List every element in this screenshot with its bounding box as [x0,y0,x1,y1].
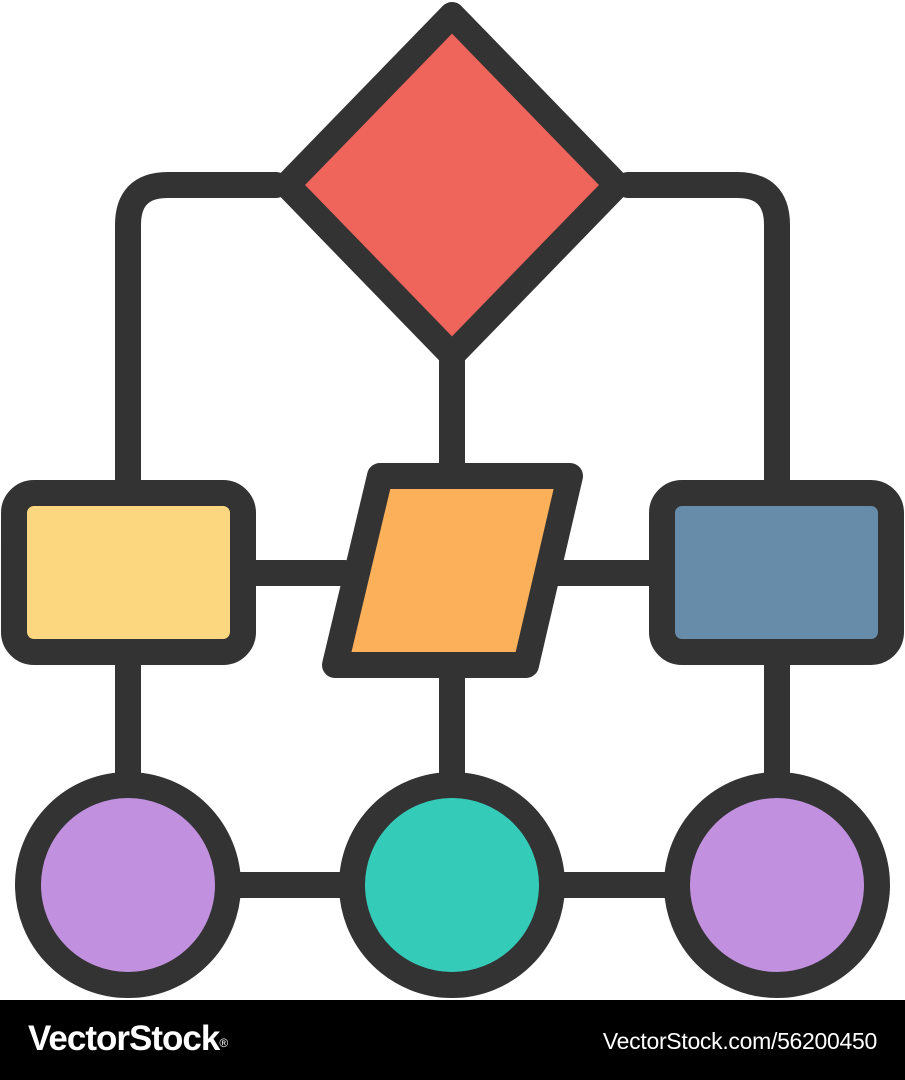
decision-diamond-shape [274,2,630,368]
terminal-circle-center [339,772,565,998]
image-id-label: VectorStock.com/56200450 [602,1028,877,1054]
process-box-right [649,480,904,665]
brand-logo: VectorStock® [28,1018,228,1060]
process-box-left [1,480,256,665]
flowchart-icon-graphic [1,2,904,998]
watermark-footer: VectorStock® VectorStock.com/56200450 [0,1000,905,1080]
brand-registered-mark: ® [219,1036,228,1050]
brand-name: VectorStock [28,1019,220,1058]
terminal-circle-right [664,772,890,998]
connector-line-top-right [615,172,790,505]
connector-line-top-left [115,172,289,505]
data-parallelogram-shape [322,463,583,678]
flowchart-icon [1,2,904,998]
terminal-circle-left [15,772,241,998]
